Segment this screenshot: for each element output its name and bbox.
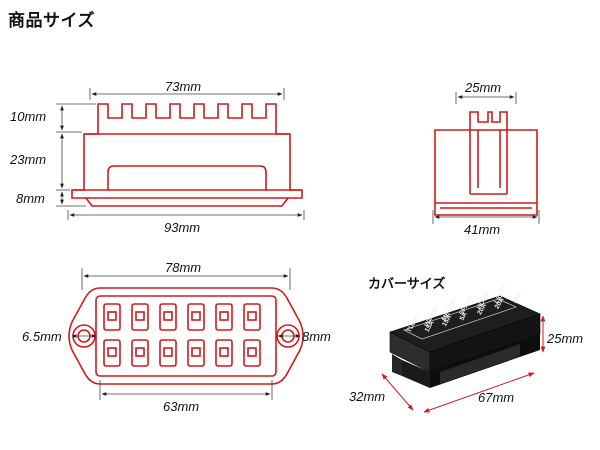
fuse-slot bbox=[131, 303, 149, 331]
top-inner-width-label: 63mm bbox=[163, 399, 199, 414]
fuse-slot bbox=[187, 339, 205, 367]
side-height-2-label: 23mm bbox=[9, 152, 46, 167]
fuse-slot bbox=[215, 303, 233, 331]
end-top-width-label: 25mm bbox=[464, 80, 501, 95]
hole-right-label: 8mm bbox=[302, 329, 331, 344]
fuse-slot bbox=[103, 303, 121, 331]
side-height-3-label: 8mm bbox=[16, 191, 45, 206]
cover-height-label: 25mm bbox=[546, 331, 583, 346]
fuse-slot bbox=[131, 339, 149, 367]
end-view-outline bbox=[434, 111, 538, 216]
fuse-slot-group bbox=[103, 303, 261, 367]
fuse-slot bbox=[103, 339, 121, 367]
side-view: 73mm 93mm 10mm 23mm 8mm bbox=[9, 79, 305, 235]
side-base-width-label: 93mm bbox=[164, 220, 200, 235]
end-view: 25mm 41mm bbox=[432, 80, 540, 237]
fuse-slot bbox=[159, 303, 177, 331]
cover-label-amp: 5A bbox=[459, 311, 469, 322]
fuse-contact bbox=[107, 311, 117, 321]
fuse-slot bbox=[187, 303, 205, 331]
cover-label-amp: 20A bbox=[511, 290, 523, 304]
fuse-contact bbox=[107, 347, 117, 357]
fuse-slot bbox=[159, 339, 177, 367]
fuse-contact bbox=[135, 311, 145, 321]
fuse-slot bbox=[243, 339, 261, 367]
fuse-contact bbox=[247, 311, 257, 321]
hole-left-label: 6.5mm bbox=[22, 329, 62, 344]
side-top-width-label: 73mm bbox=[165, 79, 201, 94]
cover-width-label: 67mm bbox=[478, 390, 514, 405]
side-height-1-label: 10mm bbox=[10, 109, 46, 124]
fuse-contact bbox=[191, 311, 201, 321]
top-outer-width-label: 78mm bbox=[165, 260, 201, 275]
side-view-outline bbox=[71, 103, 303, 199]
fuse-contact bbox=[191, 347, 201, 357]
fuse-contact bbox=[247, 347, 257, 357]
top-view: 78mm 63mm 6.5mm 8mm bbox=[22, 260, 331, 414]
fuse-contact bbox=[163, 311, 173, 321]
fuse-contact bbox=[163, 347, 173, 357]
top-view-outline bbox=[68, 287, 304, 385]
page-title: 商品サイズ bbox=[8, 11, 95, 31]
fuse-slot bbox=[243, 303, 261, 331]
end-base-width-label: 41mm bbox=[464, 222, 500, 237]
cover-depth-label: 32mm bbox=[349, 389, 385, 404]
fuse-contact bbox=[219, 347, 229, 357]
fuse-slot bbox=[215, 339, 233, 367]
fuse-contact bbox=[219, 311, 229, 321]
cover-size-title: カバーサイズ bbox=[368, 277, 446, 292]
fuse-contact bbox=[135, 347, 145, 357]
